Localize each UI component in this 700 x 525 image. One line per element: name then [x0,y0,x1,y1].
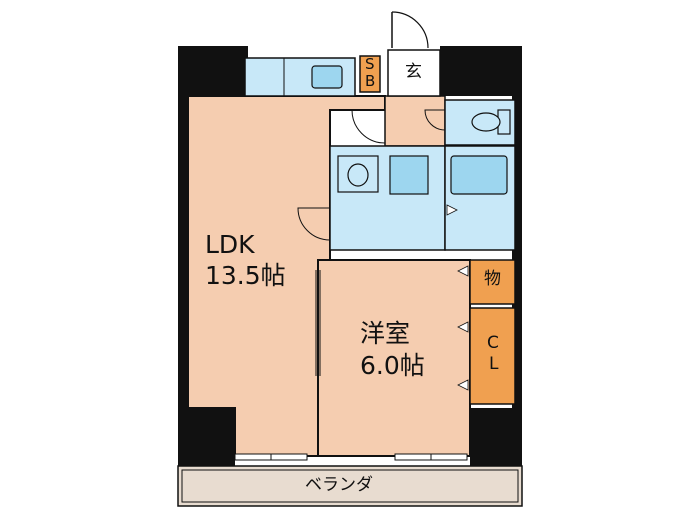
closet-label-l: L [489,354,499,374]
western-room-size: 6.0帖 [360,351,425,380]
washroom-door-icon [297,207,331,241]
balcony-floor [177,465,523,507]
washbasin-icon [337,155,379,193]
hallway-floor [384,95,446,147]
kitchen-counter [244,57,356,97]
shoebox-label-s: S [365,55,375,73]
shoebox [359,55,381,93]
shoebox-label-b: B [365,72,376,90]
sliding-door-icon [315,270,321,376]
storage-room [469,259,516,305]
storage-label: 物 [484,269,501,289]
balcony-windows [234,453,468,461]
ldk-label: LDK [205,230,255,259]
toilet-icon [471,109,511,135]
closet-door-markers [457,265,469,391]
balcony-label: ベランダ [305,475,373,495]
entrance-label: 玄 [405,62,422,82]
western-room-label: 洋室 [360,319,411,348]
outer-walls [178,46,522,466]
washing-machine-icon [389,155,429,195]
entrance-floor [387,49,441,97]
entrance-door-icon [391,11,429,49]
closet-label-c: C [487,333,499,353]
bathtub-icon [450,155,508,195]
ldk-size: 13.5帖 [205,261,286,290]
hall-door-icon [351,109,386,144]
toilet-door-icon [424,109,446,131]
closet [469,307,516,405]
